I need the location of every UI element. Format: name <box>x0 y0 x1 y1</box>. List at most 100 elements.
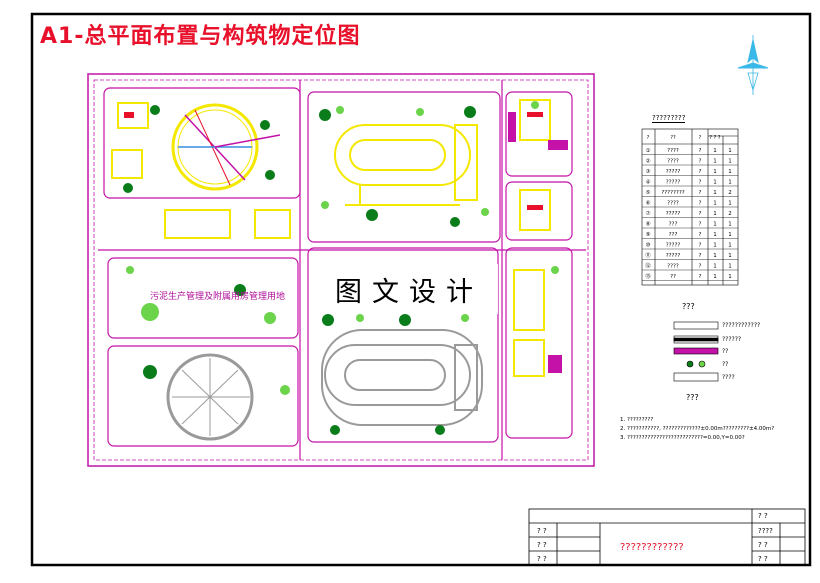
legend-table-cell: 1 <box>713 211 717 217</box>
legend-table-cell: 1 <box>728 201 732 207</box>
title-block-cell: ? ? <box>758 512 768 520</box>
legend-table-cell: ? <box>699 201 702 207</box>
legend-table-cell: 1 <box>728 148 732 154</box>
legend-table-cell: 1 <box>728 180 732 186</box>
legend-table-cell: ? <box>699 211 702 217</box>
legend-table-cell: ??? <box>669 232 678 238</box>
legend-table-cell: ???? <box>667 264 679 270</box>
title-block-drawing-name: ???????????? <box>620 542 684 553</box>
legend-item-2: ?????? <box>722 336 742 343</box>
legend-table-cell: 1 <box>728 159 732 165</box>
legend-table-cell: ????? <box>666 253 681 259</box>
legend-table-cell: 2 <box>728 211 732 217</box>
legend-table-cell: ??? <box>669 222 678 228</box>
legend-table-cell: 1 <box>713 190 717 196</box>
legend-table-cell: 1 <box>728 264 732 270</box>
legend-table-cell: ⑩ <box>646 242 651 249</box>
legend-table-cell: ⑨ <box>646 231 651 238</box>
title-block-cell: ? ? <box>758 555 768 563</box>
internal-roads <box>98 80 586 460</box>
outer-frame <box>30 12 812 567</box>
legend-table-cell: ? <box>699 264 702 270</box>
title-block-cell: ? ? <box>758 541 768 549</box>
legend-table-cell: 1 <box>713 253 717 259</box>
note-line-2: 2. ???????????, ?????????????±0.00m?????… <box>620 426 775 432</box>
legend-table-cell: ????? <box>666 180 681 186</box>
legend-table-cell: ④ <box>646 180 651 186</box>
legend-table-cell: ② <box>646 158 651 165</box>
legend-table-cell: ⑥ <box>646 201 651 207</box>
legend-table-cell: 1 <box>713 243 717 249</box>
legend-table-cell: 1 <box>713 264 717 270</box>
legend-table-cell: ⑬ <box>645 272 651 280</box>
legend-table-cell: ????? <box>666 169 681 175</box>
red-equipment <box>124 112 543 210</box>
legend-table-header: ? ? ? <box>709 135 720 141</box>
watermark: 图文设计 <box>320 264 498 314</box>
legend-table-cell: 2 <box>728 190 732 196</box>
legend-table-cell: ① <box>646 148 651 154</box>
legend-table-cell: ? <box>699 274 702 280</box>
legend-table-header: ? <box>699 135 702 141</box>
site-boundary <box>87 73 595 467</box>
legend-table-cell: ? <box>699 232 702 238</box>
trees <box>123 105 476 435</box>
legend-table-cell: 1 <box>728 253 732 259</box>
legend-table-cell: ???????? <box>661 190 684 196</box>
shrubs <box>126 101 559 395</box>
legend-item-4: ?? <box>722 361 729 368</box>
legend-table-cell: ⑪ <box>645 251 651 259</box>
legend-table-cell: ③ <box>646 169 651 175</box>
note-line-3: 3. ??????????????????????????=0.00,Y=0.0… <box>620 435 745 441</box>
legend-table-cell: 1 <box>713 232 717 238</box>
legend-table-cell: ⑦ <box>646 210 651 217</box>
clarifier-tank-bottom <box>166 353 254 441</box>
oxidation-ditch-bottom <box>321 329 483 426</box>
legend-table-cell: ? <box>699 148 702 154</box>
magenta-pads <box>508 112 568 373</box>
legend-table-cell: 1 <box>713 148 717 154</box>
legend-item-5: ???? <box>722 374 735 381</box>
legend-table-title: ????????? <box>652 114 686 123</box>
legend-table-cell: ? <box>699 253 702 259</box>
legend-table-cell: 1 <box>728 274 732 280</box>
legend-table-cell: 1 <box>728 222 732 228</box>
legend-table-cell: ⑧ <box>646 222 651 228</box>
small-structures <box>111 99 551 377</box>
legend-table-cell: ? <box>699 190 702 196</box>
clarifier-tank-top <box>171 103 281 191</box>
legend-table-cell: ?? <box>670 274 676 280</box>
north-arrow <box>737 35 769 95</box>
legend-table-cell: 1 <box>713 222 717 228</box>
legend-item-3: ?? <box>722 348 729 355</box>
legend-swatches <box>673 321 719 382</box>
note-line-1: 1. ????????? <box>620 417 654 423</box>
building-area-label: 污泥生产管理及附属用房管理用地 <box>150 292 286 302</box>
legend-table-cell: ? <box>699 180 702 186</box>
legend-table-cell: ????? <box>666 243 681 249</box>
legend-table-cell: ⑫ <box>645 262 651 270</box>
legend-table-cell: ? <box>699 159 702 165</box>
legend-table-cell: 1 <box>713 180 717 186</box>
legend-item-1: ???????????? <box>722 322 761 329</box>
title-block-cell: ???? <box>758 527 773 535</box>
title-block-frame <box>528 508 806 566</box>
legend-table-cell: ???? <box>667 201 679 207</box>
title-block-cell: ? ? <box>537 555 547 563</box>
legend-table-cell: 1 <box>713 159 717 165</box>
title-block-cell: ? ? <box>537 541 547 549</box>
legend-table-header: ? <box>647 135 650 141</box>
title-block-cell: ? ? <box>537 527 547 535</box>
legend-table-cell: ? <box>699 222 702 228</box>
legend-table-cell: 1 <box>713 201 717 207</box>
legend-table-cell: 1 <box>728 243 732 249</box>
legend-table-cell: ???? <box>667 159 679 165</box>
legend-table-cell: ⑤ <box>646 190 651 196</box>
oxidation-ditch-top <box>334 124 478 206</box>
drawing-title: A1-总平面布置与构筑物定位图 <box>40 24 361 49</box>
legend-table-cell: ? <box>699 169 702 175</box>
legend-table-cell: 1 <box>713 169 717 175</box>
legend-table-cell: 1 <box>728 232 732 238</box>
